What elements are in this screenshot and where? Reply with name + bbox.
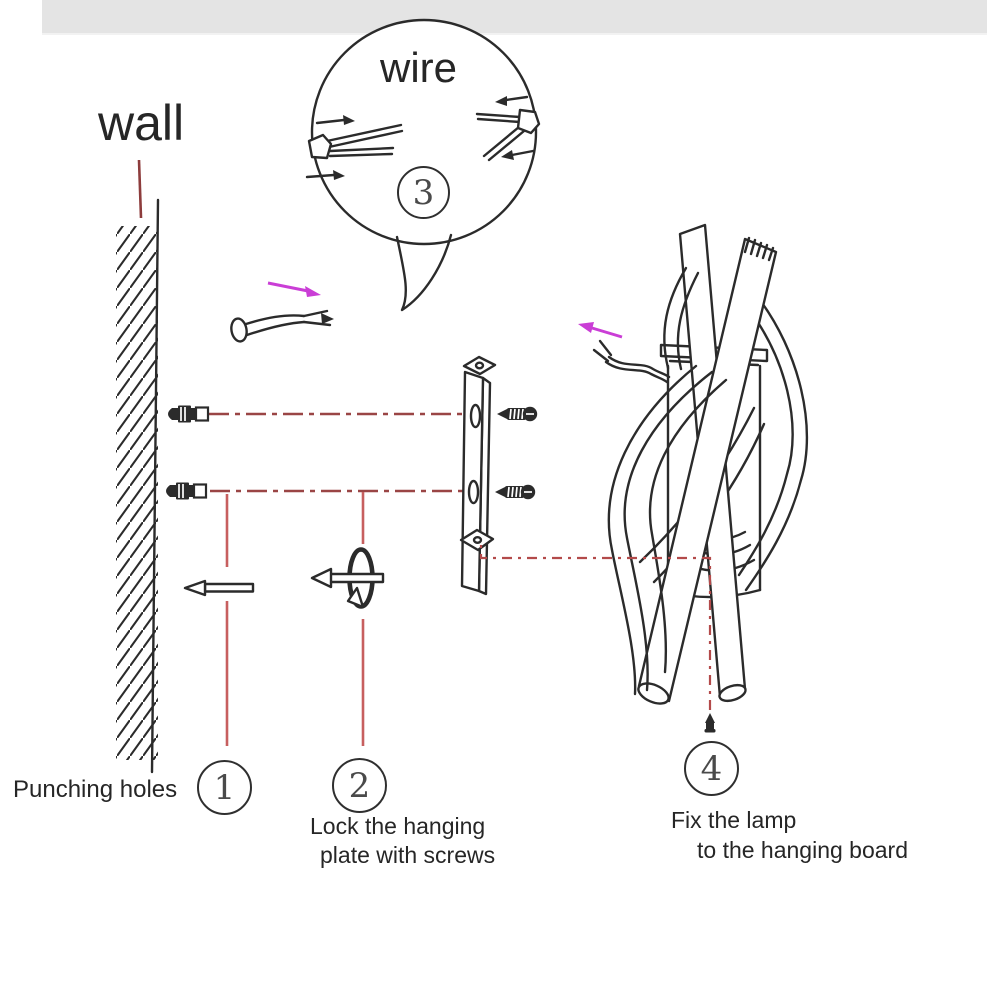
wall-pointer-line bbox=[137, 159, 143, 219]
step-number-3: 3 bbox=[412, 172, 435, 213]
wall-label: wall bbox=[98, 95, 185, 151]
step-circle-1: 1 bbox=[197, 760, 252, 815]
wire-connector-right bbox=[475, 95, 541, 162]
wall-hatching bbox=[116, 226, 158, 760]
lamp-fixing-screw bbox=[704, 713, 716, 733]
anchor-bottom bbox=[166, 482, 208, 500]
anchor-top bbox=[168, 405, 210, 423]
step2-label-line2: plate with screws bbox=[320, 842, 496, 868]
step1-label: Punching holes bbox=[13, 776, 178, 803]
speech-bubble bbox=[310, 18, 538, 312]
drill-bit bbox=[183, 579, 255, 597]
wire-label: wire bbox=[380, 44, 458, 91]
step4-label-line2: to the hanging board bbox=[697, 837, 909, 863]
step-circle-3: 3 bbox=[397, 166, 450, 219]
lamp bbox=[607, 223, 809, 705]
wall-line bbox=[150, 198, 160, 774]
guide-dotted-route bbox=[479, 545, 712, 712]
screw-flying bbox=[230, 309, 334, 343]
plate-screw-bottom bbox=[495, 484, 536, 500]
step-number-1: 1 bbox=[213, 767, 236, 808]
top-gray-bar bbox=[42, 0, 987, 35]
step-circle-2: 2 bbox=[332, 758, 387, 813]
step2-label-line1: Lock the hanging bbox=[310, 813, 486, 839]
step-circle-4: 4 bbox=[684, 741, 739, 796]
step-number-4: 4 bbox=[700, 748, 723, 789]
plate-screw-top bbox=[497, 406, 538, 422]
step4-label-line1: Fix the lamp bbox=[671, 807, 797, 833]
motion-arrow-left bbox=[267, 281, 321, 297]
motion-arrow-lamp bbox=[578, 322, 623, 339]
wire-connector-left bbox=[305, 115, 404, 180]
lamp-wire bbox=[592, 339, 671, 384]
screw-rotation bbox=[310, 547, 385, 609]
hanging-plate bbox=[459, 355, 497, 596]
step-number-2: 2 bbox=[348, 765, 371, 806]
